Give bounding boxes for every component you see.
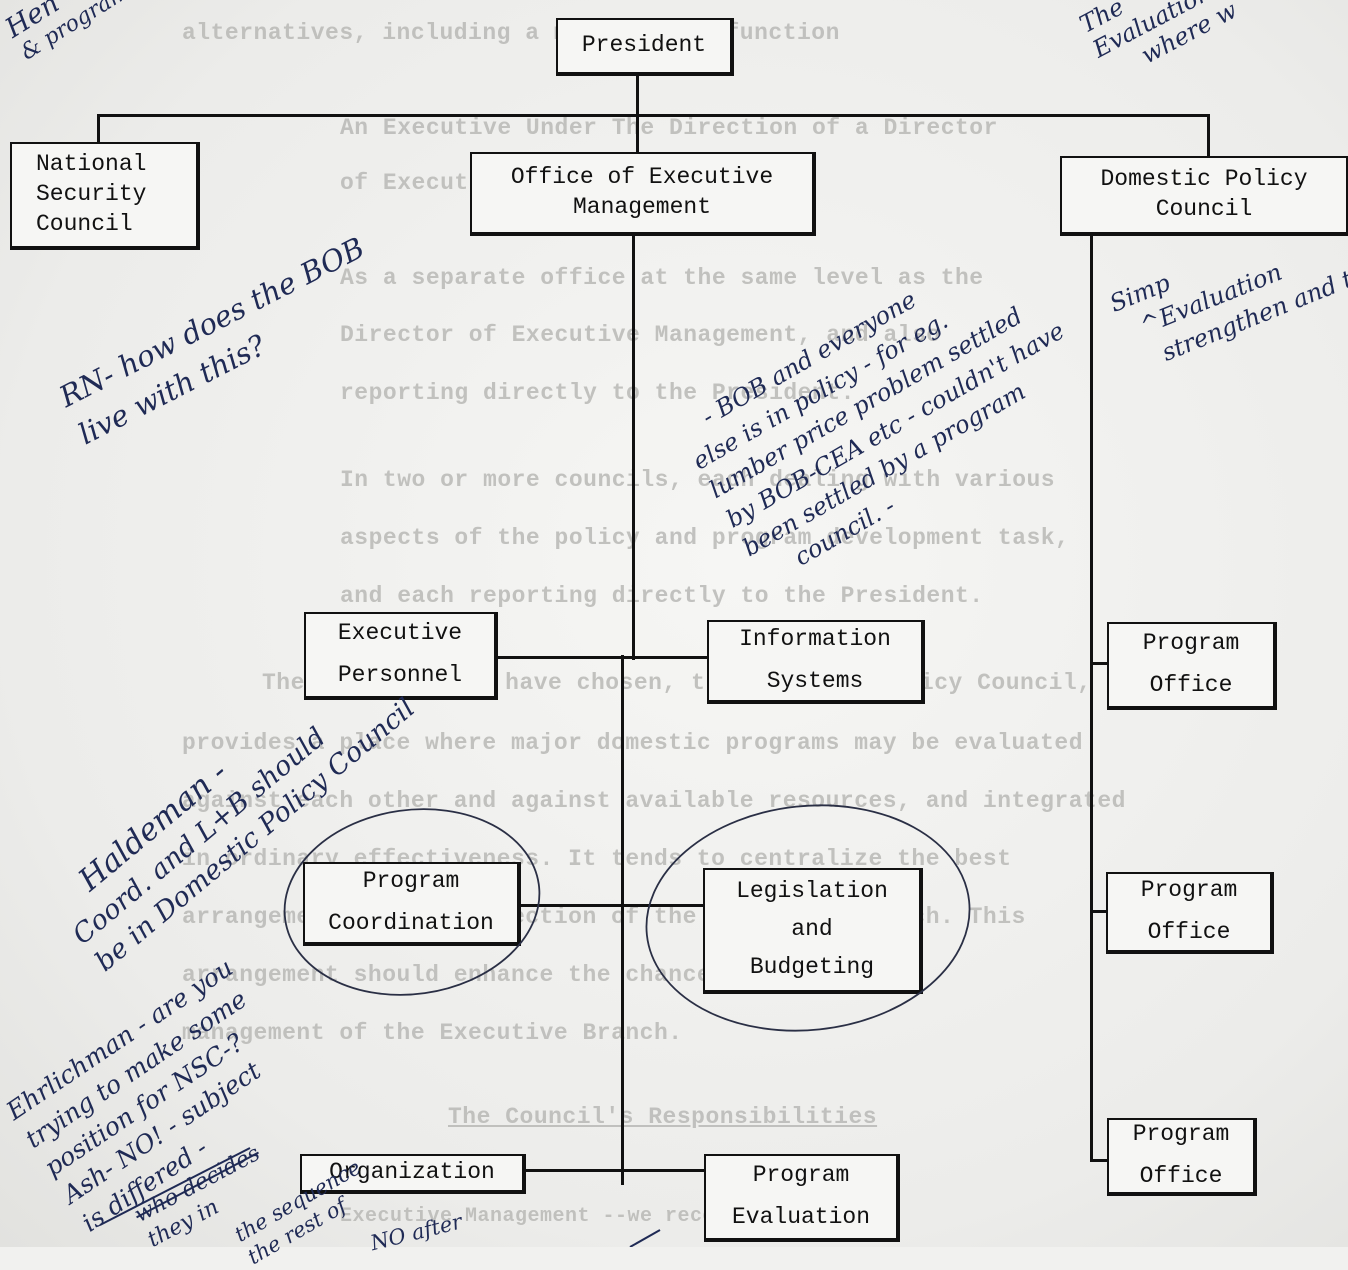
- oem-trunk-lower: [621, 655, 624, 1185]
- program-evaluation-box: Program Evaluation: [704, 1154, 900, 1242]
- strike-mark: [99, 1147, 251, 1226]
- dpc-branch-2: [1090, 910, 1110, 913]
- box-label: Legislation: [736, 878, 888, 905]
- typed-heading: The Council's Responsibilities: [448, 1104, 878, 1130]
- box-label: Domestic Policy: [1100, 166, 1308, 193]
- box-label: Office: [1139, 1163, 1223, 1189]
- box-label: Executive: [337, 620, 463, 647]
- information-systems-box: Information Systems: [707, 620, 925, 704]
- box-label: Office of Executive: [510, 164, 774, 191]
- top-crossbar: [97, 114, 1210, 117]
- box-label: Budgeting: [749, 953, 875, 980]
- typed-line: As a separate office at the same level a…: [340, 265, 984, 291]
- typed-line: In two or more councils, each dealing wi…: [340, 467, 1056, 493]
- dpc-drop: [1207, 114, 1210, 156]
- box-label: Program: [1140, 877, 1238, 904]
- row1-bar: [495, 656, 710, 659]
- typed-line: and each reporting directly to the Presi…: [340, 583, 984, 609]
- box-label: Management: [572, 194, 712, 220]
- box-label: Program: [1142, 630, 1240, 657]
- box-label: President: [581, 32, 707, 59]
- box-label: Information: [739, 626, 891, 653]
- box-label: Personnel: [337, 662, 463, 688]
- box-label: Program: [752, 1162, 850, 1189]
- circle-mark-program-coordination: [283, 808, 541, 996]
- oem-drop: [636, 116, 639, 154]
- president-box: President: [556, 18, 734, 76]
- oem-box: Office of Executive Management: [470, 152, 816, 236]
- program-office-box-1: Program Office: [1107, 622, 1277, 710]
- box-label: Office: [1149, 672, 1233, 698]
- box-label: Program: [362, 868, 460, 895]
- circle-mark-legislation-budgeting: [645, 804, 971, 1032]
- underline-mark: [629, 1229, 661, 1247]
- box-label: Security: [36, 181, 147, 208]
- typed-line: aspects of the policy and program develo…: [340, 525, 1070, 551]
- box-label: Coordination: [328, 910, 494, 936]
- dpc-trunk: [1090, 234, 1093, 1162]
- president-stem: [636, 74, 639, 116]
- executive-personnel-box: Executive Personnel: [304, 612, 498, 700]
- dpc-branch-3: [1090, 1159, 1110, 1162]
- dpc-box: Domestic Policy Council: [1060, 156, 1348, 236]
- program-coordination-box: Program Coordination: [303, 862, 521, 946]
- nsc-drop: [97, 114, 100, 144]
- box-label: Evaluation: [731, 1204, 871, 1230]
- typed-line: An Executive Under The Direction of a Di…: [340, 115, 998, 141]
- row2-bar: [518, 904, 708, 907]
- nsc-box: National Security Council: [10, 142, 200, 250]
- legislation-budgeting-box: Legislation and Budgeting: [703, 868, 923, 994]
- typed-line: Director of Executive Management, and al…: [340, 322, 941, 348]
- row3-bar: [522, 1169, 708, 1172]
- program-office-box-2: Program Office: [1106, 872, 1274, 954]
- dpc-branch-1: [1090, 662, 1110, 665]
- box-label: National: [36, 151, 147, 178]
- typed-line: against each other and against available…: [182, 788, 1126, 814]
- box-label: Program: [1132, 1121, 1230, 1148]
- typed-line: reporting directly to the President.: [340, 380, 855, 406]
- box-label: Organization: [329, 1159, 495, 1186]
- organization-box: Organization: [300, 1154, 526, 1194]
- typed-line: management of the Executive Branch.: [182, 1020, 683, 1046]
- program-office-box-3: Program Office: [1107, 1118, 1257, 1196]
- box-label: Council: [36, 210, 133, 237]
- typed-line: provides a place where major domestic pr…: [182, 730, 1084, 756]
- box-label: Systems: [766, 668, 864, 694]
- box-label: Council: [1155, 196, 1253, 222]
- box-label: Office: [1147, 919, 1231, 945]
- box-label: and: [791, 916, 833, 943]
- oem-trunk: [632, 230, 635, 660]
